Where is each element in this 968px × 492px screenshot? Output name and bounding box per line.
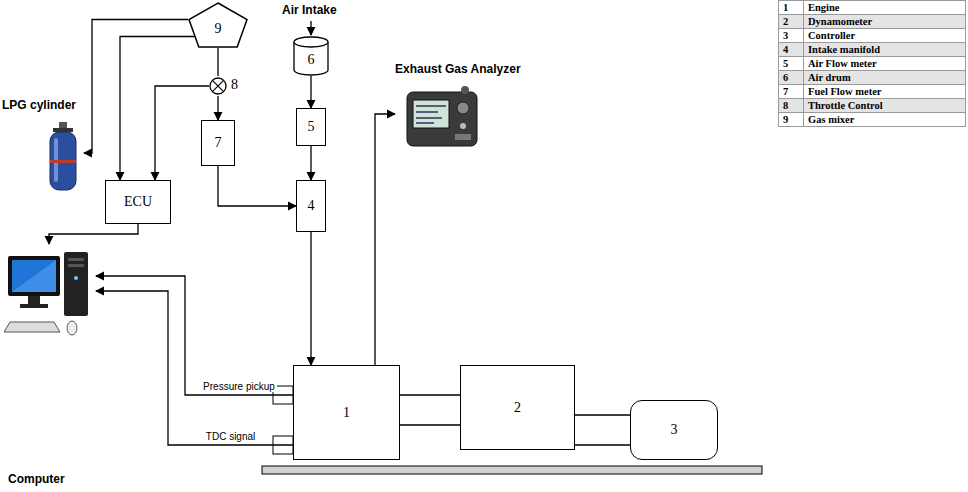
dynamometer-box: 2 <box>460 365 575 450</box>
fuel-flow-box: 7 <box>201 120 235 166</box>
table-row: 3Controller <box>779 29 966 43</box>
connector <box>49 224 138 244</box>
connector <box>400 395 460 425</box>
air-intake-arrow <box>310 21 311 35</box>
node-text: Exhaust Gas Analyzer <box>395 62 521 76</box>
node-text: 2 <box>514 400 521 416</box>
ecu-box: ECU <box>105 180 171 224</box>
gas-mixer-pentagon: 9 <box>188 2 248 48</box>
node-text: 8 <box>231 77 238 93</box>
lpg-cylinder: LPG cylinder <box>2 98 84 194</box>
node-text: 1 <box>343 405 350 421</box>
callout-number: 2 <box>779 15 804 29</box>
table-row: 6Air drum <box>779 71 966 85</box>
callout-number: 3 <box>779 29 804 43</box>
throttle-valve-symbol <box>209 77 227 95</box>
gas-cylinder-icon <box>46 120 80 192</box>
node-text: Computer <box>8 472 65 486</box>
table-row: 7Fuel Flow meter <box>779 85 966 99</box>
throttle-valve: 8 <box>209 76 243 96</box>
node-text: 5 <box>308 119 315 135</box>
node-text: ECU <box>124 194 152 210</box>
connector <box>96 276 293 395</box>
table-row: 8Throttle Control <box>779 99 966 113</box>
connector <box>575 415 630 445</box>
node-text: 4 <box>308 198 315 214</box>
connector <box>217 48 218 76</box>
part-name: Engine <box>804 1 966 15</box>
table-row: 9Gas mixer <box>779 113 966 127</box>
exhaust-analyzer: Exhaust Gas Analyzer <box>395 62 545 152</box>
connector <box>310 146 311 180</box>
callout-number: 7 <box>779 85 804 99</box>
table-row: 4Intake manifold <box>779 43 966 57</box>
part-name: Dynamometer <box>804 15 966 29</box>
node-text: 6 <box>308 52 315 68</box>
connector <box>217 96 218 120</box>
node-text: LPG cylinder <box>2 98 76 112</box>
part-name: Air drum <box>804 71 966 85</box>
gas-analyzer-icon <box>405 86 479 148</box>
callout-number: 6 <box>779 71 804 85</box>
table-row: 1Engine <box>779 1 966 15</box>
computer-icon <box>4 248 94 344</box>
signal-label: TDC signal <box>204 431 257 442</box>
connector <box>310 232 311 365</box>
engine-box: 1 <box>293 365 400 460</box>
part-name: Air Flow meter <box>804 57 966 71</box>
air-drum-cylinder: 6 <box>293 36 329 76</box>
air-intake-label: Air Intake <box>282 3 337 17</box>
parts-table-body: 1Engine2Dynamometer3Controller4Intake ma… <box>779 1 966 127</box>
part-name: Intake manifold <box>804 43 966 57</box>
table-row: 5Air Flow meter <box>779 57 966 71</box>
connector <box>96 291 293 445</box>
callout-number: 9 <box>779 113 804 127</box>
callout-number: 1 <box>779 1 804 15</box>
air-flow-box: 5 <box>296 108 326 146</box>
callout-number: 5 <box>779 57 804 71</box>
parts-table: 1Engine2Dynamometer3Controller4Intake ma… <box>778 0 966 127</box>
callout-number: 4 <box>779 43 804 57</box>
part-name: Controller <box>804 29 966 43</box>
controller-box: 3 <box>630 400 718 460</box>
base-plate <box>262 466 762 474</box>
node-text: 7 <box>215 135 222 151</box>
node-text: 9 <box>215 21 222 37</box>
callout-number: 8 <box>779 99 804 113</box>
connector <box>218 166 296 206</box>
part-name: Gas mixer <box>804 113 966 127</box>
computer: Computer <box>4 244 96 486</box>
connector <box>375 114 395 365</box>
intake-manifold-box: 4 <box>296 180 326 232</box>
part-name: Throttle Control <box>804 99 966 113</box>
part-name: Fuel Flow meter <box>804 85 966 99</box>
connector <box>120 37 195 181</box>
table-row: 2Dynamometer <box>779 15 966 29</box>
signal-label: Pressure pickup <box>201 381 277 392</box>
connector <box>310 76 311 108</box>
node-text: 3 <box>671 422 678 438</box>
